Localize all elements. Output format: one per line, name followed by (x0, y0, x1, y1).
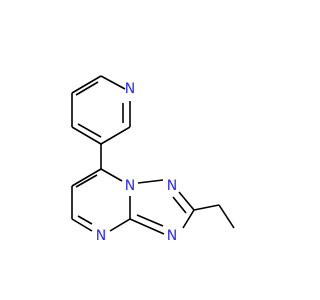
atom-label-n-triazole-2: N (167, 178, 177, 194)
bond (136, 214, 164, 227)
atom-label-n-triazole-1: N (125, 178, 135, 194)
atom-label-layer: N N N N N (96, 81, 177, 244)
bond (100, 126, 131, 145)
bond (109, 218, 131, 232)
bond (178, 191, 195, 211)
atom-label-n-pyridine: N (125, 81, 135, 97)
bond (71, 168, 102, 187)
bond (71, 218, 93, 232)
atom-label-n-pyrimidine: N (96, 228, 106, 244)
bond (71, 75, 102, 94)
atom-label-n-triazole-3: N (167, 228, 177, 244)
bond-layer (71, 75, 235, 235)
bond (100, 75, 126, 90)
bond (218, 204, 235, 229)
bond (137, 179, 164, 184)
bond (75, 81, 99, 96)
bond (77, 215, 93, 225)
bond (193, 204, 220, 211)
bond (75, 174, 98, 188)
bond (71, 126, 102, 145)
bond (100, 168, 123, 182)
bond (129, 218, 165, 235)
bond (172, 196, 187, 214)
bond (77, 123, 102, 138)
bond (182, 209, 195, 229)
molecule-structure: N N N N N (71, 75, 235, 244)
